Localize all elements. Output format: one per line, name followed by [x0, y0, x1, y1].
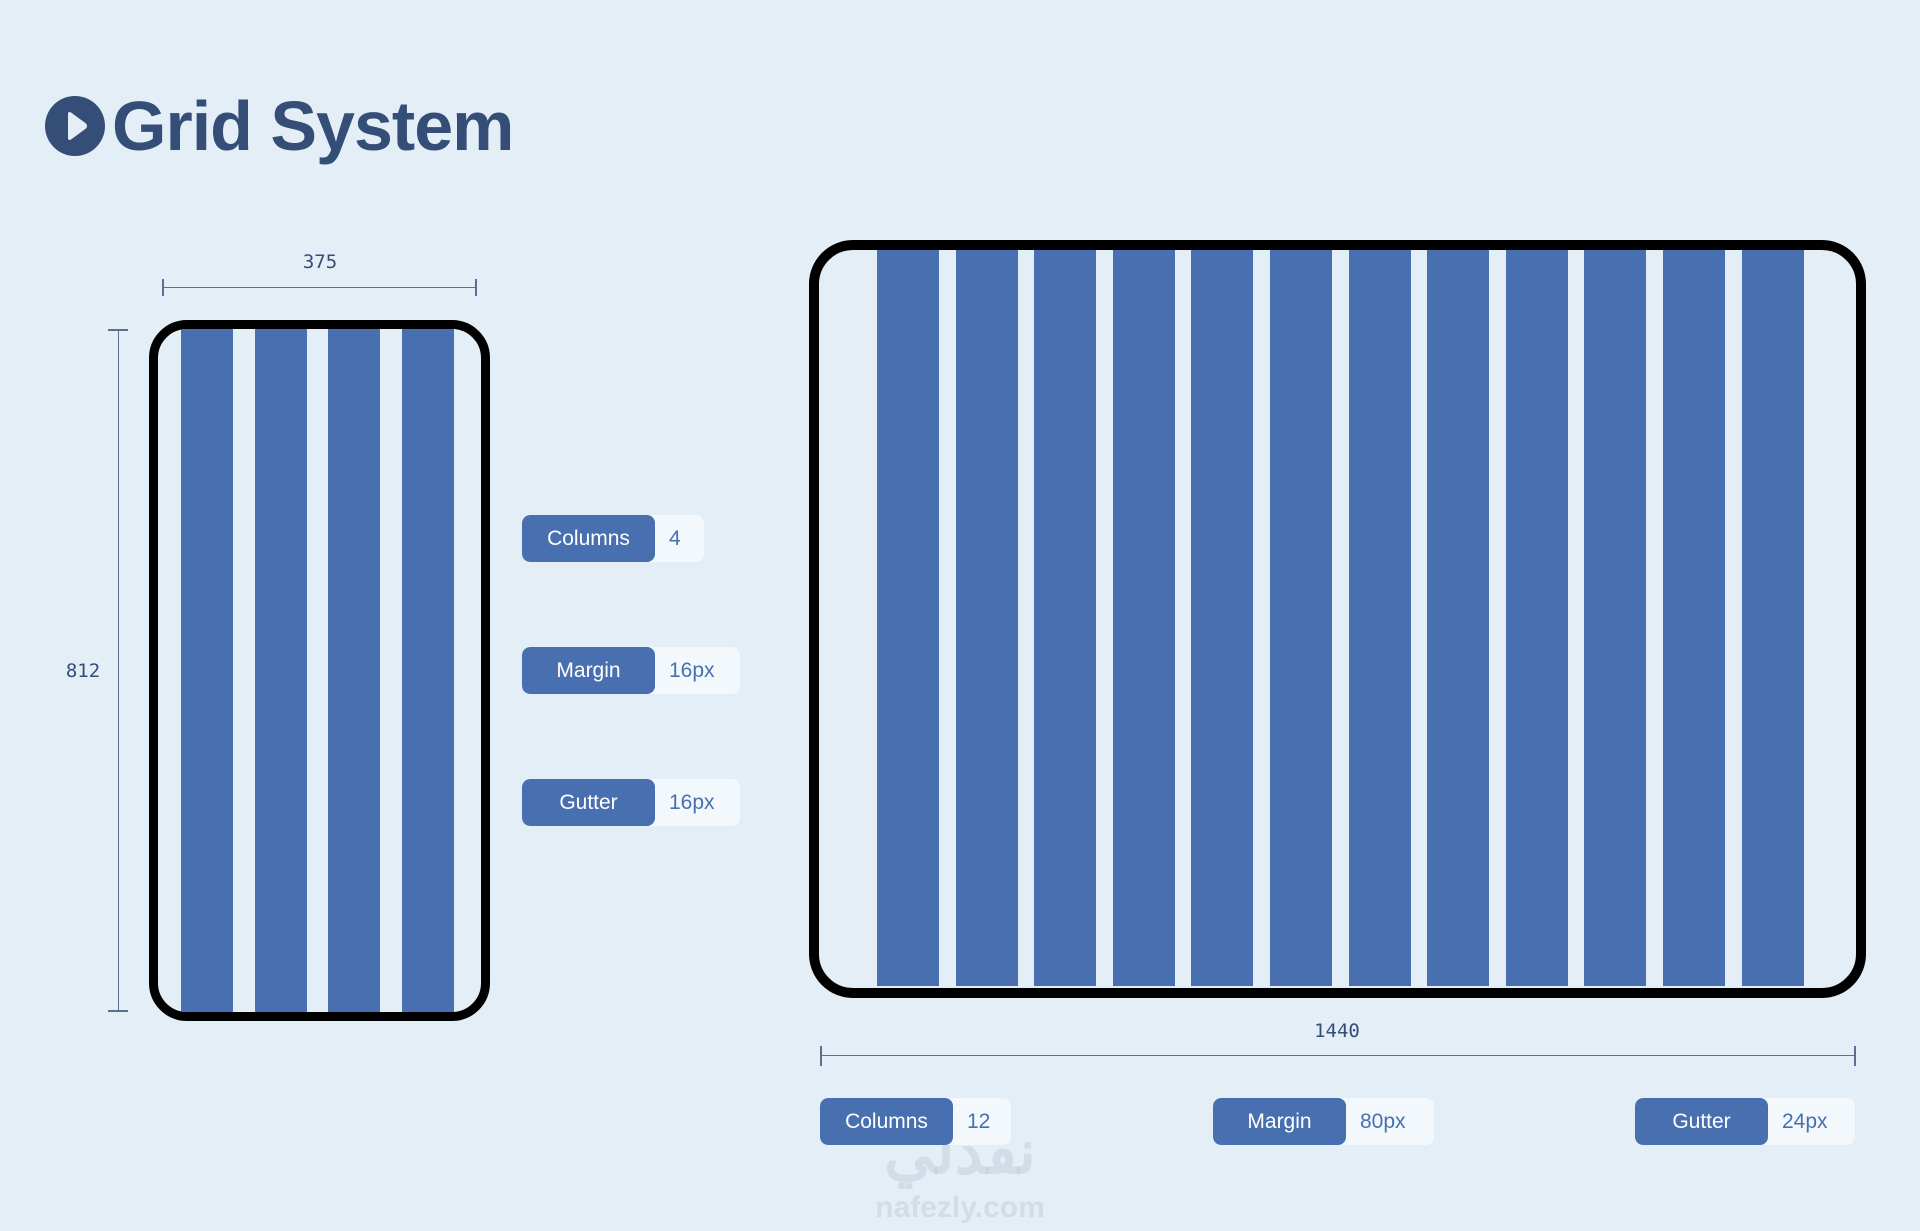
grid-column [1270, 250, 1332, 986]
grid-column [402, 329, 454, 1012]
spec-badge: Columns 4 [522, 515, 704, 562]
dim-tick [820, 1046, 822, 1066]
dim-tick [108, 329, 128, 331]
spec-badge: Columns 12 [820, 1098, 1011, 1145]
grid-column [255, 329, 307, 1012]
watermark-logo-latin: nafezly.com [875, 1191, 1045, 1224]
grid-column [1348, 250, 1411, 986]
dim-tick [1854, 1046, 1856, 1066]
mobile-width-line [163, 287, 475, 288]
mobile-height-line [118, 329, 119, 1011]
grid-column [1663, 250, 1725, 986]
grid-column [1741, 250, 1804, 986]
dim-tick [475, 279, 477, 296]
spec-label: Margin [1213, 1098, 1346, 1145]
spec-value: 12 [967, 1109, 991, 1133]
spec-value: 4 [669, 526, 681, 550]
spec-label: Gutter [1635, 1098, 1768, 1145]
grid-column [1191, 250, 1254, 986]
spec-label: Columns [522, 515, 655, 562]
spec-value: 16px [669, 658, 715, 682]
grid-column [1034, 250, 1097, 986]
dim-tick [108, 1010, 128, 1012]
grid-column [955, 250, 1018, 986]
grid-column [181, 329, 233, 1012]
grid-column [1505, 250, 1568, 986]
spec-badge: Margin 16px [522, 647, 740, 694]
mobile-width-label: 375 [302, 251, 338, 273]
mobile-frame [149, 320, 490, 1021]
spec-label: Columns [820, 1098, 953, 1145]
grid-column [877, 250, 939, 986]
spec-label: Gutter [522, 779, 655, 826]
spec-badge: Gutter 16px [522, 779, 740, 826]
grid-column [328, 329, 380, 1012]
spec-value: 80px [1360, 1109, 1406, 1133]
spec-value: 16px [669, 790, 715, 814]
grid-column [1112, 250, 1175, 986]
spec-value: 24px [1782, 1109, 1828, 1133]
spec-badge: Gutter 24px [1635, 1098, 1855, 1145]
grid-column [1584, 250, 1647, 986]
grid-column [1427, 250, 1490, 986]
spec-badge: Margin 80px [1213, 1098, 1434, 1145]
play-icon [45, 96, 105, 156]
spec-label: Margin [522, 647, 655, 694]
desktop-width-label: 1440 [1314, 1020, 1360, 1042]
desktop-width-line [820, 1055, 1855, 1056]
dim-tick [162, 279, 164, 296]
desktop-frame [809, 240, 1866, 998]
page-title: Grid System [112, 87, 514, 165]
mobile-height-label: 812 [65, 660, 101, 682]
